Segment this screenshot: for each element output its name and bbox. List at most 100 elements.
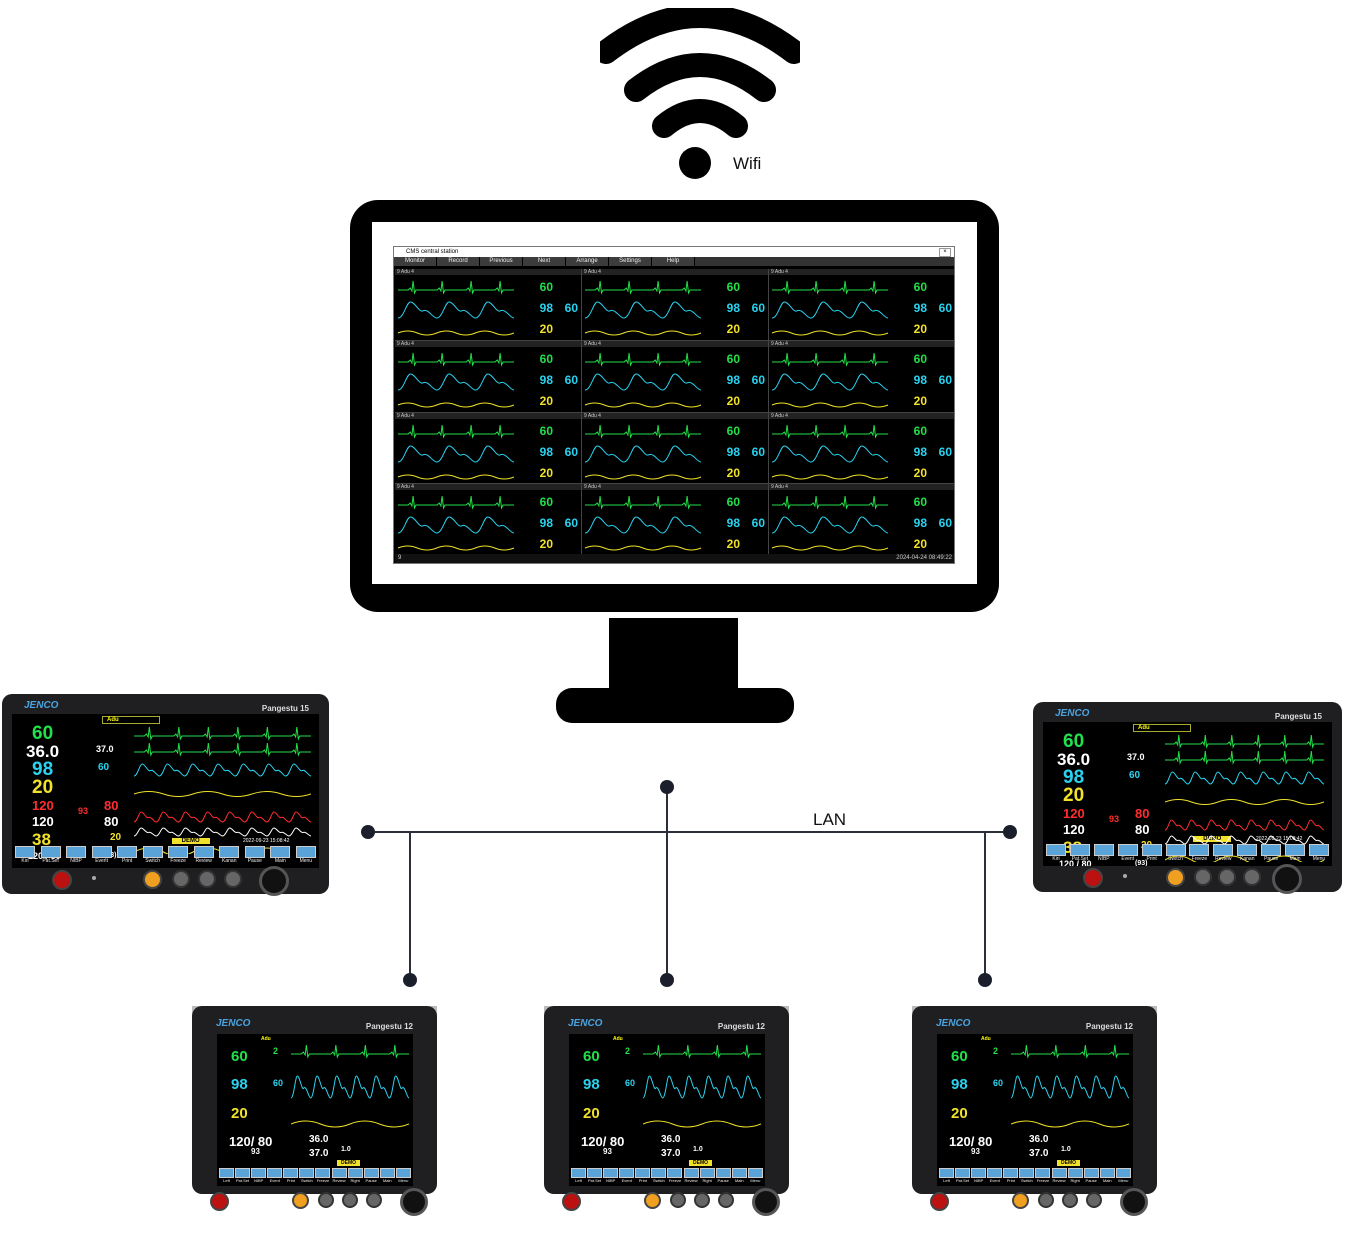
power-button[interactable] bbox=[930, 1192, 949, 1211]
menu-button-freeze[interactable]: Freeze bbox=[1035, 1168, 1051, 1184]
menu-button-event[interactable]: Event bbox=[91, 846, 113, 866]
menu-button-freeze[interactable]: Freeze bbox=[167, 846, 189, 866]
menu-button-review[interactable]: Review bbox=[683, 1168, 699, 1184]
menu-button-left[interactable]: Left bbox=[219, 1168, 234, 1184]
menu-button-event[interactable]: Event bbox=[619, 1168, 635, 1184]
menu-button-menu[interactable]: Menu bbox=[295, 846, 317, 866]
close-icon[interactable]: × bbox=[939, 248, 951, 257]
function-button-1[interactable] bbox=[172, 870, 191, 888]
function-button-1[interactable] bbox=[1193, 868, 1212, 886]
function-button-2[interactable] bbox=[1218, 868, 1237, 886]
menu-button-print[interactable]: Print bbox=[116, 846, 138, 866]
function-button-3[interactable] bbox=[366, 1192, 382, 1208]
menu-button-print[interactable]: Print bbox=[635, 1168, 651, 1184]
menu-button-print[interactable]: Print bbox=[283, 1168, 299, 1184]
menu-button-kiri[interactable]: Kiri bbox=[1045, 844, 1067, 864]
rotary-knob[interactable] bbox=[1120, 1188, 1148, 1216]
menu-button-review[interactable]: Review bbox=[193, 846, 215, 866]
rotary-knob[interactable] bbox=[752, 1188, 780, 1216]
menu-button-event[interactable]: Event bbox=[267, 1168, 283, 1184]
menu-button-main[interactable]: Main bbox=[731, 1168, 747, 1184]
alarm-button[interactable] bbox=[292, 1192, 309, 1209]
menu-button-right[interactable]: Right bbox=[699, 1168, 715, 1184]
power-button[interactable] bbox=[52, 870, 72, 890]
menu-button-review[interactable]: Review bbox=[331, 1168, 347, 1184]
cms-menu-previous[interactable]: Previous bbox=[480, 257, 523, 266]
menu-button-right[interactable]: Right bbox=[1067, 1168, 1083, 1184]
alarm-button[interactable] bbox=[142, 870, 162, 889]
menu-button-switch[interactable]: Switch bbox=[1019, 1168, 1035, 1184]
menu-button-kanan[interactable]: Kanan bbox=[218, 846, 240, 866]
menu-button-menu[interactable]: Menu bbox=[1308, 844, 1330, 864]
function-button-3[interactable] bbox=[224, 870, 243, 888]
menu-button-menu[interactable]: Menu bbox=[1115, 1168, 1131, 1184]
alarm-button[interactable] bbox=[644, 1192, 661, 1209]
menu-button-pause[interactable]: Pause bbox=[715, 1168, 731, 1184]
menu-button-menu[interactable]: Menu bbox=[747, 1168, 763, 1184]
function-button-3[interactable] bbox=[1243, 868, 1262, 886]
menu-button-nibp[interactable]: NIBP bbox=[603, 1168, 619, 1184]
menu-button-patset[interactable]: Pat.Set bbox=[955, 1168, 971, 1184]
menu-button-switch[interactable]: Switch bbox=[142, 846, 164, 866]
menu-button-event[interactable]: Event bbox=[1117, 844, 1139, 864]
menu-button-switch[interactable]: Switch bbox=[1165, 844, 1187, 864]
menu-button-nibp[interactable]: NIBP bbox=[971, 1168, 987, 1184]
menu-button-main[interactable]: Main bbox=[269, 846, 291, 866]
power-button[interactable] bbox=[1083, 868, 1103, 888]
power-button[interactable] bbox=[562, 1192, 581, 1211]
function-button-1[interactable] bbox=[318, 1192, 334, 1208]
menu-button-nibp[interactable]: NIBP bbox=[1093, 844, 1115, 864]
menu-button-pause[interactable]: Pause bbox=[363, 1168, 379, 1184]
menu-button-nibp[interactable]: NIBP bbox=[251, 1168, 267, 1184]
menu-button-pause[interactable]: Pause bbox=[244, 846, 266, 866]
menu-button-review[interactable]: Review bbox=[1212, 844, 1234, 864]
menu-button-main[interactable]: Main bbox=[379, 1168, 395, 1184]
rotary-knob[interactable] bbox=[400, 1188, 428, 1216]
menu-button-main[interactable]: Main bbox=[1099, 1168, 1115, 1184]
menu-button-kiri[interactable]: Kiri bbox=[14, 846, 36, 866]
cms-menu-help[interactable]: Help bbox=[652, 257, 695, 266]
rotary-knob[interactable] bbox=[259, 866, 289, 896]
menu-button-pause[interactable]: Pause bbox=[1083, 1168, 1099, 1184]
menu-button-patset[interactable]: Pat.Set bbox=[235, 1168, 251, 1184]
function-button-2[interactable] bbox=[198, 870, 217, 888]
function-button-3[interactable] bbox=[718, 1192, 734, 1208]
power-button[interactable] bbox=[210, 1192, 229, 1211]
menu-button-left[interactable]: Left bbox=[571, 1168, 586, 1184]
cms-menu-record[interactable]: Record bbox=[437, 257, 480, 266]
cms-menu-next[interactable]: Next bbox=[523, 257, 566, 266]
menu-button-patset[interactable]: Pat.Set bbox=[587, 1168, 603, 1184]
menu-button-pause[interactable]: Pause bbox=[1260, 844, 1282, 864]
function-button-2[interactable] bbox=[342, 1192, 358, 1208]
menu-button-patset[interactable]: Pat.Set bbox=[40, 846, 62, 866]
cms-menu-settings[interactable]: Settings bbox=[609, 257, 652, 266]
cms-menu-arrange[interactable]: Arrange bbox=[566, 257, 609, 266]
menu-button-right[interactable]: Right bbox=[347, 1168, 363, 1184]
menu-button-print[interactable]: Print bbox=[1141, 844, 1163, 864]
menu-button-switch[interactable]: Switch bbox=[651, 1168, 667, 1184]
menu-button-main[interactable]: Main bbox=[1284, 844, 1306, 864]
menu-button-patset[interactable]: Pat.Set bbox=[1069, 844, 1091, 864]
menu-button-menu[interactable]: Menu bbox=[395, 1168, 411, 1184]
function-button-1[interactable] bbox=[670, 1192, 686, 1208]
menu-button-freeze[interactable]: Freeze bbox=[1188, 844, 1210, 864]
menu-button-freeze[interactable]: Freeze bbox=[667, 1168, 683, 1184]
cms-menu-monitor[interactable]: Monitor bbox=[394, 257, 437, 266]
alarm-button[interactable] bbox=[1165, 868, 1185, 887]
function-button-2[interactable] bbox=[1062, 1192, 1078, 1208]
menu-button-freeze[interactable]: Freeze bbox=[315, 1168, 331, 1184]
function-button-2[interactable] bbox=[694, 1192, 710, 1208]
menu-button-kanan[interactable]: Kanan bbox=[1236, 844, 1258, 864]
function-button-3[interactable] bbox=[1086, 1192, 1102, 1208]
